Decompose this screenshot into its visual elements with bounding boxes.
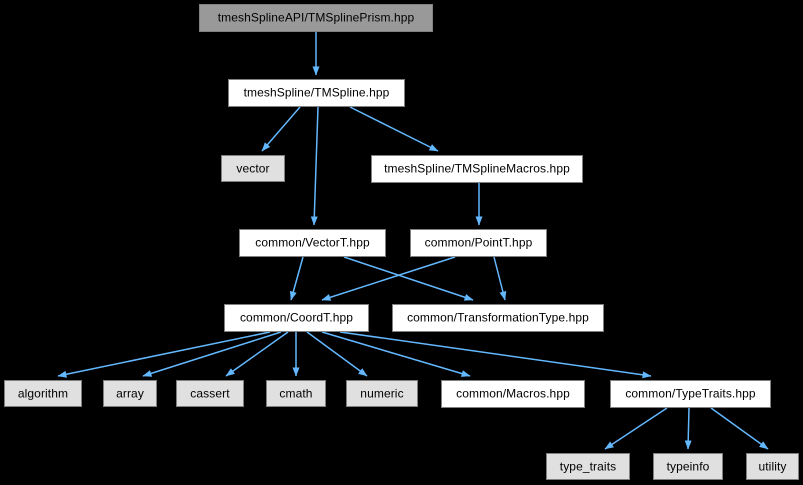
edge-coordt-to-macros [321, 331, 471, 377]
node-type_traits[interactable]: type_traits [546, 453, 630, 480]
node-tmspline[interactable]: tmeshSpline/TMSpline.hpp [228, 79, 405, 107]
node-label-vector: vector [236, 161, 270, 175]
node-label-typetraits: common/TypeTraits.hpp [625, 386, 756, 401]
node-label-vectort: common/VectorT.hpp [255, 235, 370, 250]
node-array[interactable]: array [103, 380, 157, 407]
edge-typetraits-to-type_traits [604, 407, 668, 450]
edge-tmspline-to-vector [261, 106, 301, 152]
node-utility[interactable]: utility [746, 453, 799, 480]
node-label-array: array [116, 386, 144, 400]
node-algorithm[interactable]: algorithm [4, 380, 82, 407]
node-label-type_traits: type_traits [559, 459, 617, 473]
node-vector[interactable]: vector [221, 155, 285, 182]
node-coordt[interactable]: common/CoordT.hpp [224, 304, 369, 332]
edge-tmspline-to-vectort [310, 106, 319, 226]
node-typetraits[interactable]: common/TypeTraits.hpp [610, 380, 771, 408]
edge-tmspline-to-macros_hdr [349, 106, 439, 152]
node-macros[interactable]: common/Macros.hpp [441, 380, 585, 408]
edge-typetraits-to-utility [710, 407, 769, 450]
edge-pointt-to-transformationtype [493, 256, 507, 301]
edge-typetraits-to-typeinfo [684, 407, 692, 450]
edge-coordt-to-numeric [306, 331, 368, 377]
node-label-coordt: common/CoordT.hpp [239, 310, 354, 325]
node-typeinfo[interactable]: typeinfo [653, 453, 723, 480]
edge-pointt-to-coordt [321, 256, 456, 301]
edge-vectort-to-coordt [289, 256, 304, 301]
node-label-macros: common/Macros.hpp [456, 386, 570, 401]
node-label-cmath: cmath [279, 386, 313, 400]
node-label-transformationtype: common/TransformationType.hpp [407, 310, 589, 325]
edge-coordt-to-algorithm [57, 331, 271, 378]
node-label-prism: tmeshSplineAPI/TMSplinePrism.hpp [217, 10, 415, 25]
node-cassert[interactable]: cassert [176, 380, 244, 407]
node-macros_hdr[interactable]: tmeshSpline/TMSplineMacros.hpp [371, 155, 583, 183]
node-prism[interactable]: tmeshSplineAPI/TMSplinePrism.hpp [199, 4, 433, 32]
node-label-macros_hdr: tmeshSpline/TMSplineMacros.hpp [384, 161, 570, 176]
edge-coordt-to-cassert [225, 331, 289, 377]
node-label-typeinfo: typeinfo [666, 459, 710, 473]
edge-vectort-to-transformationtype [343, 256, 474, 301]
node-label-tmspline: tmeshSpline/TMSpline.hpp [243, 85, 390, 100]
node-vectort[interactable]: common/VectorT.hpp [239, 229, 386, 257]
node-numeric[interactable]: numeric [346, 380, 418, 407]
node-label-algorithm: algorithm [17, 386, 69, 400]
node-label-utility: utility [758, 459, 787, 473]
node-label-cassert: cassert [190, 386, 230, 400]
node-transformationtype[interactable]: common/TransformationType.hpp [392, 304, 604, 332]
node-pointt[interactable]: common/PointT.hpp [410, 229, 547, 257]
node-label-pointt: common/PointT.hpp [424, 235, 533, 250]
edge-coordt-to-array [142, 331, 282, 377]
node-label-numeric: numeric [360, 386, 404, 400]
node-cmath[interactable]: cmath [266, 380, 326, 407]
edge-coordt-to-typetraits [339, 331, 652, 379]
